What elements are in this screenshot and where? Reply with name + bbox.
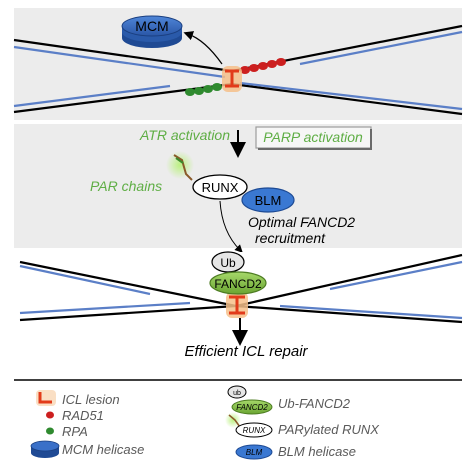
legend-blm-helicase-label: BLM helicase [278,444,356,459]
dna-strand [299,30,463,66]
runx-icon [192,174,248,200]
legend-mcm-label: MCM helicase [62,442,144,457]
optimal-fancd2-label: Optimal FANCD2 [248,214,355,230]
top-panel: MCM [13,8,463,120]
blm-label: BLM [255,193,282,208]
legend-runx-icon [235,422,273,438]
mcm-helicase-icon: MCM [121,15,183,48]
runx-label: RUNX [202,180,239,195]
par-chains-label: PAR chains [90,178,162,194]
par-chain-icon [173,154,193,181]
dna-strand [19,304,237,322]
legend-icl-lesion-label: ICL lesion [62,392,120,407]
par-glow [166,151,194,179]
recruitment-arrow [219,200,243,253]
dna-strand [239,81,463,111]
legend-rad51-label: RAD51 [62,408,104,423]
legend-fancd2-icon-label: FANCD2 [236,403,268,412]
dna-strand [19,260,237,308]
mcm-label: MCM [135,18,168,34]
blm-icon [241,187,295,213]
dna-strand [279,304,463,320]
par-chain-icon [175,157,184,164]
dna-strand [13,45,226,79]
icl-lesion [222,66,242,92]
legend-rad51-icon [46,411,54,419]
icl-lesion [226,292,248,318]
dna-strand [235,253,463,308]
legend-runx-icon-label: RUNX [243,426,266,435]
legend-par-chain-icon [228,414,241,428]
legend-ub-icon [227,385,247,399]
ub-label: Ub [220,256,236,270]
legend-blm-icon [235,444,273,460]
legend: ICL lesion RAD51 RPA MCM helicase ub FAN… [14,379,462,460]
dna-strand [329,260,463,291]
legend-ub-icon-label: ub [233,390,241,397]
legend-blm-icon-label: BLM [246,448,263,457]
fancd2-label: FANCD2 [214,277,262,291]
middle-panel: ATR activation PARP activation PAR chain… [14,124,462,253]
bottom-panel: Ub FANCD2 Efficient ICL repair [14,251,463,360]
ub-icon [211,251,245,273]
mcm-release-arrow [183,31,223,65]
legend-mcm-icon [30,440,60,458]
atr-activation-label: ATR activation [139,127,230,143]
dna-strand [19,264,151,296]
dna-strand [13,38,233,73]
parp-activation-label: PARP activation [263,129,363,145]
dna-strand [231,82,463,116]
dna-strand [19,301,191,315]
legend-rpa-icon [46,427,54,435]
rad51-cluster [240,58,286,74]
legend-ub-fancd2-label: Ub-FANCD2 [278,396,351,411]
legend-rpa-label: RPA [62,424,88,439]
legend-icl-lesion-icon [38,392,52,404]
fancd2-icon [209,271,267,295]
dna-strand [235,304,463,324]
efficient-repair-label: Efficient ICL repair [184,343,308,360]
rpa-cluster [185,83,222,96]
legend-parylated-runx-label: PARylated RUNX [278,422,380,437]
dna-strand [13,84,171,108]
recruitment-label: recruitment [255,230,326,246]
legend-fancd2-icon [231,399,273,415]
